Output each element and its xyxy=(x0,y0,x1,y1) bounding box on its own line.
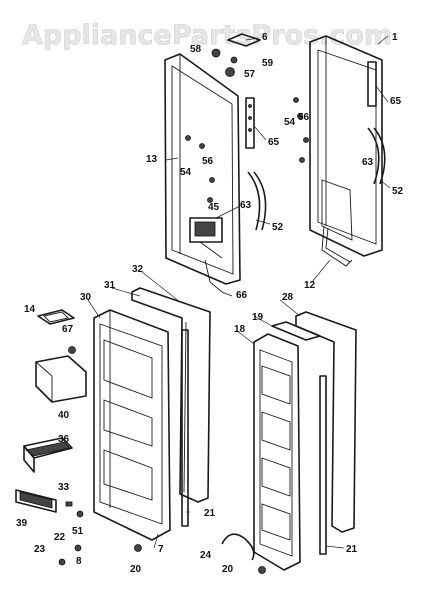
callout-12: 12 xyxy=(304,280,316,291)
door-hinge-bar-left xyxy=(245,97,255,149)
callout-19: 19 xyxy=(252,312,264,323)
callout-56-right: 56 xyxy=(298,112,310,123)
strip-19 xyxy=(271,321,321,341)
part-14-tray xyxy=(37,309,75,325)
part-20-screw-right xyxy=(258,566,266,574)
fresh-food-door-outer-panel xyxy=(293,35,383,257)
freezer-door-liner xyxy=(93,309,171,541)
callout-20-right: 20 xyxy=(222,564,234,575)
watermark-text: AppliancePartsPros.com xyxy=(22,20,392,51)
callout-32: 32 xyxy=(132,264,144,275)
part-40-shelf xyxy=(35,355,87,403)
callout-13: 13 xyxy=(146,154,158,165)
callout-57: 57 xyxy=(244,69,256,80)
callout-40: 40 xyxy=(58,410,70,421)
door-seal-strip-left xyxy=(181,329,189,527)
part-67-screw xyxy=(68,346,76,354)
callout-51: 51 xyxy=(72,526,84,537)
callout-54-left: 54 xyxy=(180,167,192,178)
callout-6: 6 xyxy=(262,32,268,43)
part-36-grille xyxy=(23,437,73,473)
freezer-door-outer-panel xyxy=(164,53,241,285)
callout-52-left: 52 xyxy=(272,222,284,233)
callout-30: 30 xyxy=(80,292,92,303)
callout-21-right: 21 xyxy=(346,544,358,555)
callout-56-left: 56 xyxy=(202,156,214,167)
door-handle-left xyxy=(247,171,267,231)
callout-54-right: 54 xyxy=(284,117,296,128)
callout-66: 66 xyxy=(236,290,248,301)
freezer-door-gasket xyxy=(131,287,211,503)
part-20-screw-left xyxy=(134,544,142,552)
wire-harness xyxy=(311,225,353,283)
callout-63-right: 63 xyxy=(362,157,374,168)
wire-24 xyxy=(221,533,255,561)
door-handle-right xyxy=(367,127,386,185)
callout-36: 36 xyxy=(58,434,70,445)
callout-39: 39 xyxy=(16,518,28,529)
callout-45: 45 xyxy=(208,202,220,213)
callout-7: 7 xyxy=(158,544,164,555)
callout-33: 33 xyxy=(58,482,70,493)
part-39-handle-insert xyxy=(15,489,57,513)
callout-65-right: 65 xyxy=(390,96,402,107)
part-33-clip xyxy=(65,501,73,507)
callout-14: 14 xyxy=(24,304,36,315)
part-23-screw xyxy=(58,558,66,566)
callout-labels: 1 6 58 59 57 65 65 54 56 54 56 13 45 63 … xyxy=(16,32,404,575)
callout-8: 8 xyxy=(76,556,82,567)
top-hinge-hardware xyxy=(211,33,261,77)
callout-24: 24 xyxy=(200,550,212,561)
callout-20-left: 20 xyxy=(130,564,142,575)
callout-58: 58 xyxy=(190,44,202,55)
callout-67: 67 xyxy=(62,324,74,335)
part-8-screw xyxy=(74,544,82,552)
callout-65-left: 65 xyxy=(268,137,280,148)
callout-21-left: 21 xyxy=(204,508,216,519)
callout-63-left: 63 xyxy=(240,200,252,211)
callout-52-right: 52 xyxy=(392,186,404,197)
leader-lines xyxy=(87,35,391,549)
fresh-food-door-liner xyxy=(253,333,301,571)
callout-31: 31 xyxy=(104,280,116,291)
callout-59: 59 xyxy=(262,58,274,69)
door-hinge-bar-right xyxy=(367,61,377,107)
callout-18: 18 xyxy=(234,324,246,335)
callout-1: 1 xyxy=(392,32,398,43)
callout-28: 28 xyxy=(282,292,294,303)
callout-22: 22 xyxy=(54,532,66,543)
door-seal-strip-right xyxy=(319,375,327,555)
part-51-screw xyxy=(76,510,84,518)
callout-23: 23 xyxy=(34,544,46,555)
wire-66 xyxy=(204,259,233,297)
